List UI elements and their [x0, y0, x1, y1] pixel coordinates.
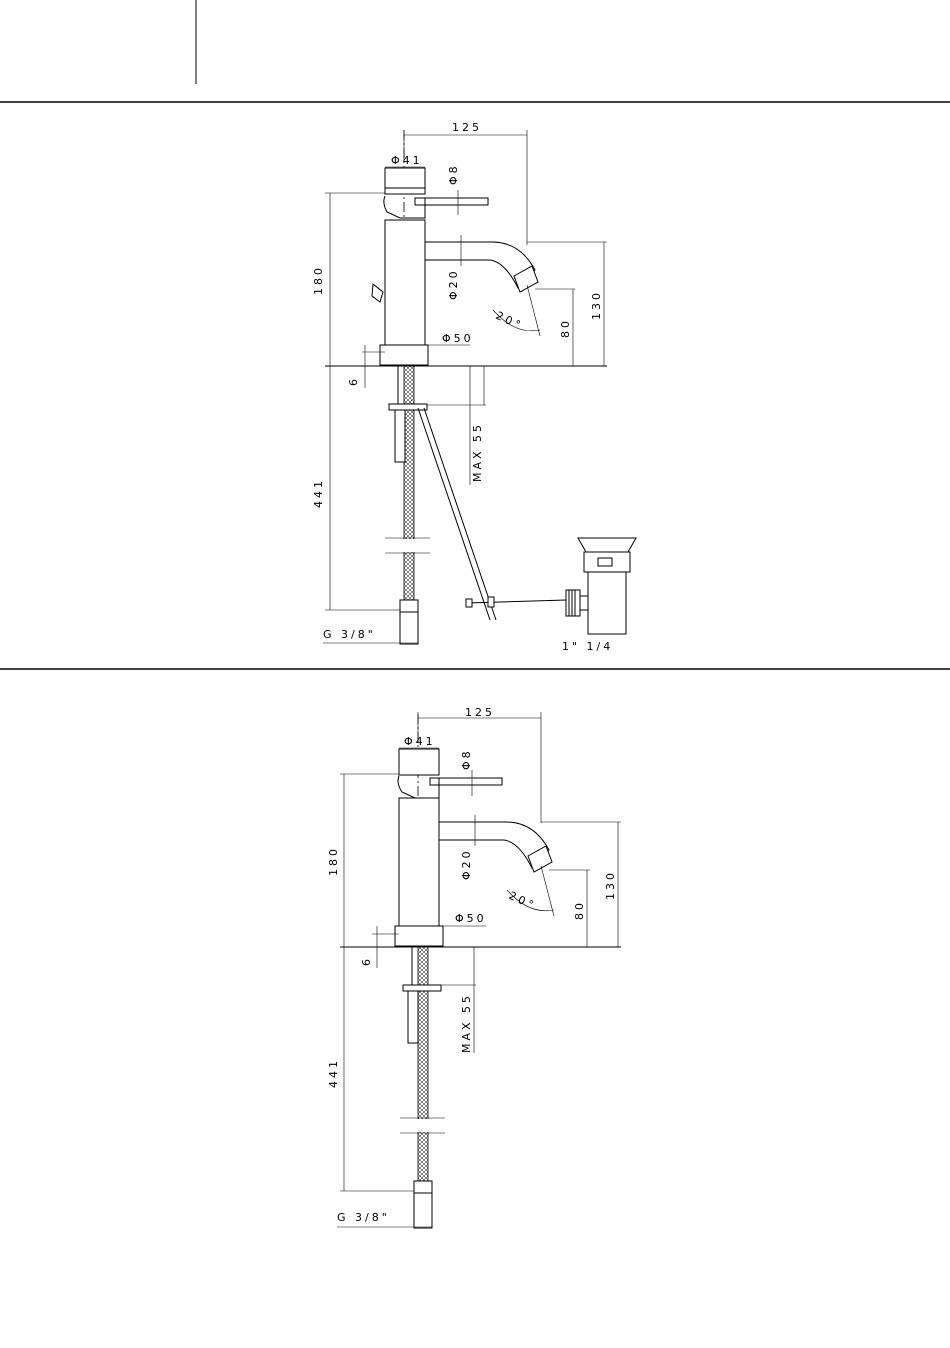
- lever-arm: [415, 198, 488, 205]
- dim-height-label: 180: [312, 265, 325, 295]
- handle-cap: [385, 168, 425, 194]
- dim-body-dia-label: Φ41: [391, 154, 423, 167]
- dim-base-thickness-label: 6: [360, 956, 373, 966]
- dim-outlet-height-label: 80: [559, 318, 572, 338]
- waste-body: [588, 572, 626, 634]
- mixer-body: [385, 220, 425, 345]
- waste-knob: [566, 590, 580, 616]
- dim-lever-dia-label: Φ8: [460, 748, 473, 770]
- page-frame: [0, 0, 950, 669]
- dim-connection-label: G 3/8": [323, 628, 376, 641]
- drawing-top: 125 Φ41 Φ8 Φ20 Φ50 180 130: [312, 121, 636, 653]
- dim-lever-dia-label: Φ8: [447, 163, 460, 185]
- hose-connector: [414, 1193, 432, 1228]
- dim-width-label: 125: [452, 121, 482, 134]
- dim-max-deck-label: MAX 55: [471, 422, 484, 482]
- dim-waste-label: 1" 1/4: [562, 640, 613, 653]
- hose-connector: [400, 612, 418, 644]
- handle-cap: [399, 749, 439, 775]
- supply-hose: [404, 366, 414, 606]
- threaded-stud: [408, 991, 418, 1043]
- dim-angle-label: 20°: [507, 889, 538, 913]
- lever-arm: [430, 778, 502, 785]
- popup-knob: [372, 284, 383, 302]
- dim-base-dia-label: Φ50: [442, 332, 474, 345]
- dim-height-label: 180: [327, 846, 340, 876]
- mounting-washer: [403, 985, 441, 991]
- dim-spout-height-label: 130: [590, 290, 603, 320]
- dim-base-dia-label: Φ50: [455, 912, 487, 925]
- mixer-base: [380, 345, 428, 365]
- hose-nut: [414, 1181, 432, 1193]
- dim-spout-dia-label: Φ20: [460, 848, 473, 880]
- mixer-base: [395, 926, 443, 946]
- waste-flange: [578, 538, 636, 552]
- dim-spout-height-label: 130: [604, 870, 617, 900]
- threaded-stud: [395, 410, 405, 462]
- dim-body-dia-label: Φ41: [404, 735, 436, 748]
- dim-connection-label: G 3/8": [337, 1211, 390, 1224]
- mounting-washer: [389, 404, 427, 410]
- supply-hose: [418, 947, 428, 1187]
- dim-hose-length-label: 441: [312, 478, 325, 508]
- mixer-body: [399, 798, 439, 926]
- popup-horizontal-rod: [466, 600, 566, 603]
- dim-hose-length-label: 441: [327, 1058, 340, 1088]
- dim-base-thickness-label: 6: [347, 376, 360, 386]
- dim-width-label: 125: [465, 706, 495, 719]
- dim-max-deck-label: MAX 55: [460, 993, 473, 1053]
- hose-nut: [400, 600, 418, 612]
- dim-angle-label: 20°: [494, 309, 525, 333]
- drawing-bottom: 125 Φ41 Φ8 Φ20 Φ50 180 130 80: [327, 706, 621, 1228]
- dim-spout-dia-label: Φ20: [447, 268, 460, 300]
- dim-outlet-height-label: 80: [573, 900, 586, 920]
